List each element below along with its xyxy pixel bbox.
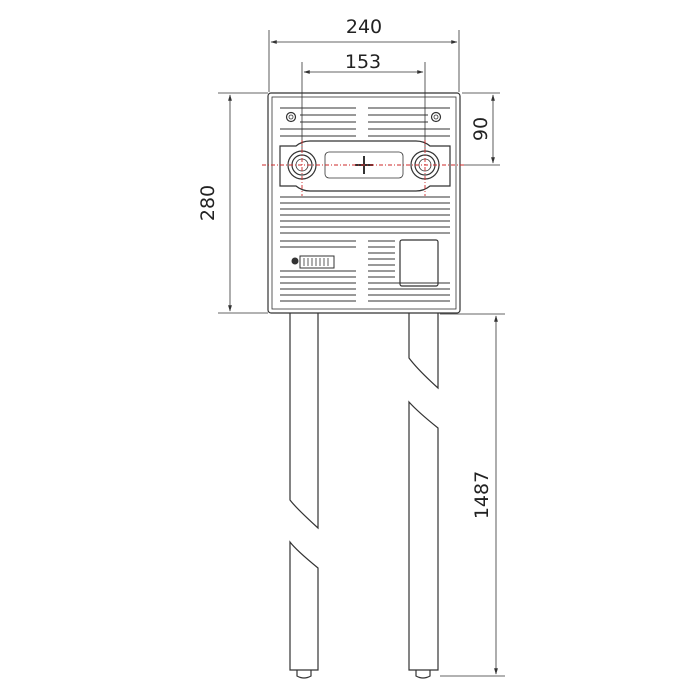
centerlines (262, 140, 466, 196)
vent-slots-lower (280, 240, 450, 302)
dimension-center-distance: 153 (301, 51, 426, 150)
leg-left-upper (289, 313, 319, 530)
dimension-leg-length: 1487 (440, 313, 505, 677)
manufacturer-logo-icon (291, 255, 335, 269)
foot-right (415, 670, 431, 679)
foot-left (296, 670, 312, 679)
dimension-box-height-label: 280 (197, 185, 219, 221)
leg-left-lower (289, 540, 319, 671)
leg-right-lower (408, 400, 439, 671)
mounting-screw-icon (285, 111, 297, 123)
vent-slots-top (280, 107, 450, 137)
dimension-width-total: 240 (268, 16, 460, 92)
dimension-top-to-center: 90 (462, 92, 500, 166)
dimension-center-distance-label: 153 (345, 51, 381, 73)
housing-box (267, 92, 461, 314)
dimension-width-total-label: 240 (346, 16, 382, 38)
mounting-screw-icon (430, 111, 442, 123)
display-window (399, 239, 439, 287)
dimension-box-height: 280 (197, 92, 268, 314)
dimension-leg-length-label: 1487 (471, 471, 493, 519)
vent-slots-middle (280, 196, 450, 234)
leg-right-upper (408, 313, 439, 390)
dimension-top-to-center-label: 90 (470, 117, 492, 141)
